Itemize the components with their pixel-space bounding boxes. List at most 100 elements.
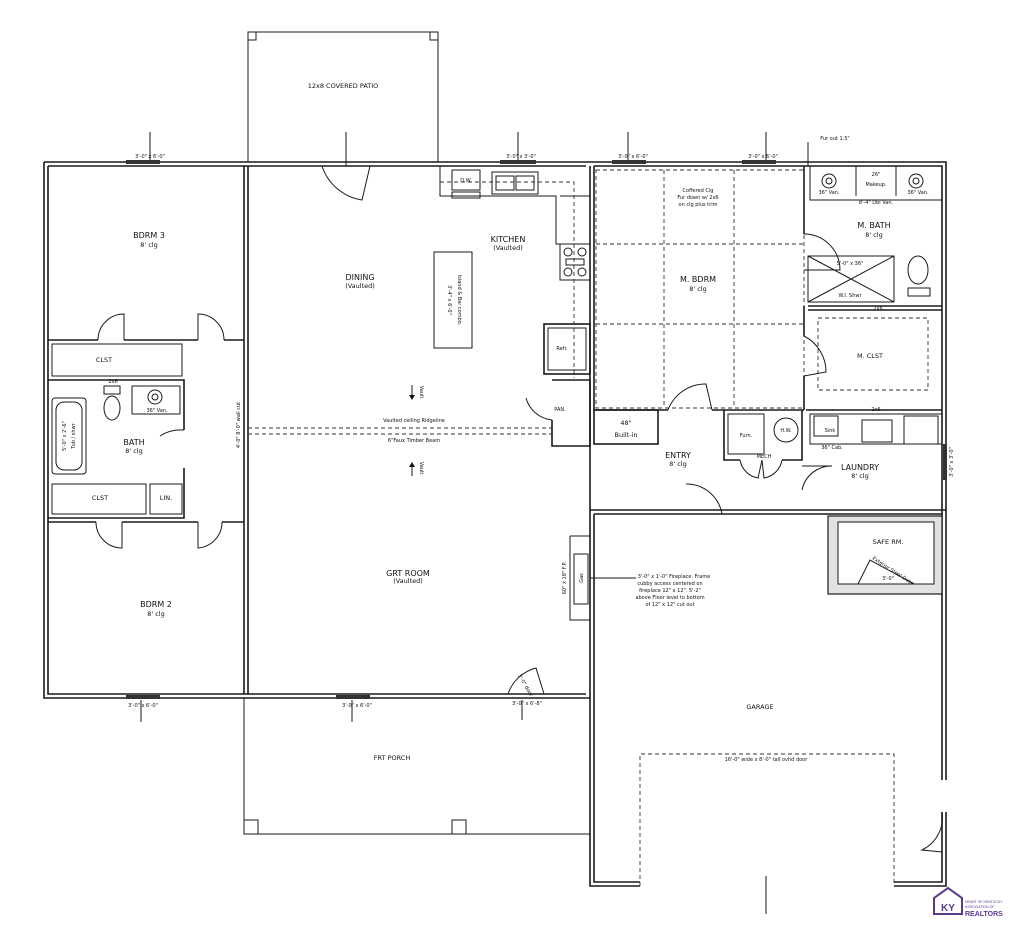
- logo-line2: ASSOCIATION OF: [965, 905, 995, 909]
- shower-label: W.I. Shwr: [838, 293, 862, 299]
- furnace-label: Furn.: [740, 433, 753, 439]
- builtin-size: 48": [620, 419, 631, 427]
- makeup-label: Makeup.: [865, 182, 887, 188]
- gas-label: Gas: [579, 573, 585, 583]
- covered-patio: 12x8 COVERED PATIO: [247, 31, 439, 162]
- garage: GARAGE 16'-0" wide x 8'-0" tall ovhd doo…: [639, 515, 943, 914]
- exterior-walls: [43, 161, 947, 887]
- bedroom-3: BDRM 3 8' clg: [48, 166, 249, 694]
- ridge-beam: Vaulted ceiling Ridgeline 6"Faux Timber …: [248, 385, 552, 476]
- mbath-van-b: 36" Van.: [907, 190, 929, 196]
- fp-note-3: fireplace 12" x 12". 5'-2": [639, 588, 701, 594]
- bedroom-2: BDRM 2 8' clg: [140, 600, 172, 618]
- dining-label: DINING: [345, 273, 374, 282]
- bath-label: BATH: [123, 438, 144, 447]
- house-icon: [933, 886, 963, 915]
- mbath-clg: 8' clg: [865, 231, 883, 239]
- island-label: Island & Bar combo.: [456, 275, 462, 326]
- hall-bath-area: CLST 5'-0" x 2'-6" Tub / shwr 2x6 36" Va…: [48, 343, 244, 549]
- master-closet: M. CLST: [803, 309, 942, 410]
- window-label-1: 3'-0" x 6'-0": [135, 154, 165, 160]
- bdrm2-clg: 8' clg: [147, 610, 165, 618]
- grtroom-label: GRT ROOM: [386, 569, 430, 578]
- pantry-label: PAN.: [554, 407, 566, 413]
- dining-kitchen: DINING (Vaulted) 3'-4" x 6'-0" Island & …: [321, 132, 591, 447]
- dining-sub: (Vaulted): [345, 282, 375, 290]
- clst2-label: CLST: [92, 494, 108, 502]
- mbdrm-label: M. BDRM: [680, 275, 716, 284]
- fp-note-4: above Floor level to bottom: [635, 595, 704, 601]
- master-bath: Fur out 1.5" 36" Van. 26" Makeup. 36" Va…: [803, 136, 943, 336]
- fp-note-1: 3'-0" x 1'-0" Fireplace. Frame: [638, 574, 711, 580]
- bdrm3-label: BDRM 3: [133, 231, 165, 240]
- window-label-5: 3'-0" x 6'-0": [128, 703, 158, 709]
- lin-label: LIN.: [160, 494, 172, 502]
- makeup-size: 26": [872, 172, 881, 178]
- ridge-note: Vaulted ceiling Ridgeline: [383, 418, 445, 424]
- patio-label: 12x8 COVERED PATIO: [308, 82, 379, 90]
- safe-door-size: 3'-0": [882, 576, 894, 582]
- mbdrm-clg: 8' clg: [689, 285, 707, 293]
- front-porch: FRT PORCH: [243, 698, 590, 835]
- mbath-van-a: 36" Van.: [818, 190, 840, 196]
- fp-label: 60" x 18" F.P.: [562, 561, 568, 594]
- entry-label: ENTRY: [665, 451, 691, 460]
- front-door-size: 3'-0" x 6'-8": [512, 701, 542, 707]
- realtors-logo: KY HEART OF KENTUCKY ASSOCIATION OF REAL…: [933, 886, 1003, 918]
- vault-dn: Vault: [418, 462, 424, 475]
- window-label-3: 3'-0" x 6'-0": [618, 154, 648, 160]
- beam-note: 6"Faux Timber Beam: [388, 438, 440, 444]
- wall-cut-note: 4'-0" 8'-0" wall cut: [236, 402, 242, 448]
- porch-label: FRT PORCH: [374, 754, 411, 762]
- window-label-7: 3'-0" x 3'-0": [949, 447, 955, 477]
- fur-out-note: Fur out 1.5": [820, 136, 849, 142]
- logo-line3: REALTORS: [965, 911, 1003, 918]
- entry-clg: 8' clg: [669, 460, 687, 468]
- garage-door-note: 16'-0" wide x 8'-0" tall ovhd door: [725, 757, 809, 763]
- fp-note-2: cubby access centered on: [637, 581, 702, 587]
- garage-label: GARAGE: [746, 703, 773, 711]
- fp-note-5: of 12" x 12" cut out: [645, 602, 694, 608]
- coffered-note-3: on clg plus trim: [679, 202, 718, 208]
- mech-label: MECH: [757, 454, 772, 460]
- logo-mark: KY: [941, 903, 955, 914]
- coffered-note-1: Coffered Clg: [683, 188, 714, 194]
- water-heater-label: H.W.: [780, 428, 792, 434]
- entry-utility: 48" Built-in Furn. H.W. MECH ENTRY 8' cl…: [593, 407, 943, 515]
- bath-2x6: 2x6: [108, 379, 117, 385]
- kitchen-label: KITCHEN: [491, 235, 526, 244]
- safe-room-label: SAFE RM.: [873, 538, 904, 546]
- great-room: GRT ROOM (Vaulted) Gas 60" x 18" F.P. 3'…: [386, 535, 711, 720]
- kitchen-sub: (Vaulted): [493, 244, 523, 252]
- grtroom-sub: (Vaulted): [393, 577, 423, 585]
- laundry-cab: 36" Cab.: [821, 445, 843, 451]
- tub-size: 5'-0" x 2'-6": [62, 421, 68, 451]
- tub-label: Tub / shwr: [71, 422, 77, 449]
- bdrm3-clg: 8' clg: [140, 241, 158, 249]
- island-size: 3'-4" x 6'-0": [446, 285, 452, 315]
- mbath-2x6: 2x6: [873, 306, 882, 312]
- logo-line1: HEART OF KENTUCKY: [965, 900, 1003, 904]
- laundry-clg: 8' clg: [851, 472, 869, 480]
- window-label-2: 3'-0" x 3'-0": [506, 154, 536, 160]
- laundry-2x6: 2x6: [871, 407, 880, 413]
- coffered-note-2: Fur down w/ 2x6: [677, 195, 718, 201]
- window-label-4: 3'-0" x 6'-0": [748, 154, 778, 160]
- bath-vanity: 36" Van.: [146, 408, 168, 414]
- mclst-label: M. CLST: [857, 352, 883, 360]
- dishwasher-label: D.W.: [460, 178, 472, 184]
- laundry-label: LAUNDRY: [841, 463, 879, 472]
- bdrm2-label: BDRM 2: [140, 600, 172, 609]
- sink-label: Sink: [825, 428, 836, 434]
- master-bedroom: M. BDRM 8' clg Coffered Clg Fur down w/ …: [589, 166, 805, 510]
- window-label-6: 3'-0" x 6'-0": [342, 703, 372, 709]
- clst1-label: CLST: [96, 356, 112, 364]
- refr-label: Refr.: [556, 346, 568, 352]
- builtin-label: Built-in: [614, 431, 637, 439]
- vault-up: Vault: [418, 386, 424, 399]
- mbath-label: M. BATH: [857, 221, 890, 230]
- shower-size: 5'-0" x 36": [837, 261, 864, 267]
- dbl-van-label: 8'-4" Dbl Van.: [859, 200, 894, 206]
- bath-clg: 8' clg: [125, 447, 143, 455]
